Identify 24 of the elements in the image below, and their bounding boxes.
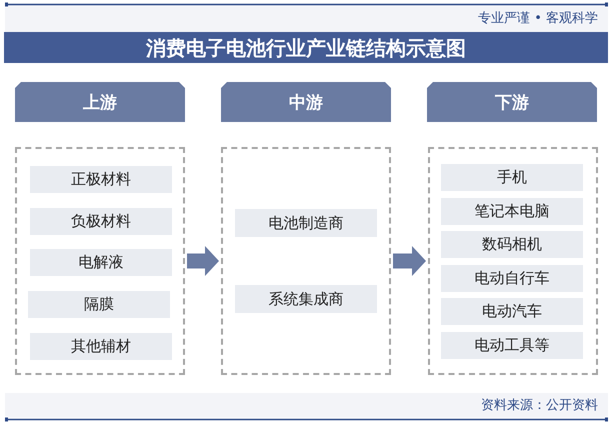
- stage-tab: 下游: [427, 82, 597, 122]
- slogan-text: 专业严谨 • 客观科学: [478, 11, 598, 27]
- chain-item-box: 电解液: [30, 249, 172, 276]
- chain-item-box: 电动汽车: [441, 298, 583, 325]
- chain-item-box: 数码相机: [441, 231, 583, 258]
- chain-item-box: 其他辅材: [30, 333, 172, 360]
- flow-arrow: [393, 246, 426, 276]
- chain-item-box: 负极材料: [30, 208, 172, 235]
- source-note: 资料来源：公开资料: [481, 398, 598, 414]
- chain-item-box: 正极材料: [30, 166, 172, 193]
- chain-item-box: 电池制造商: [235, 209, 377, 237]
- stage-tab: 上游: [15, 82, 185, 122]
- flow-arrow: [187, 246, 219, 276]
- chain-item-box: 电动工具等: [441, 332, 583, 359]
- chain-item-box: 笔记本电脑: [441, 198, 583, 225]
- title-text: 消费电子电池行业产业链结构示意图: [146, 36, 466, 60]
- dashed-group-frame: [221, 147, 391, 375]
- chain-item-box: 电动自行车: [441, 265, 583, 292]
- dashed-group-frame: [428, 147, 598, 375]
- stage-tab: 中游: [221, 82, 391, 122]
- chain-item-box: 手机: [441, 164, 583, 191]
- dashed-group-frame: [15, 147, 185, 375]
- chain-item-box: 系统集成商: [235, 285, 377, 313]
- chain-item-box: 隔膜: [28, 291, 170, 318]
